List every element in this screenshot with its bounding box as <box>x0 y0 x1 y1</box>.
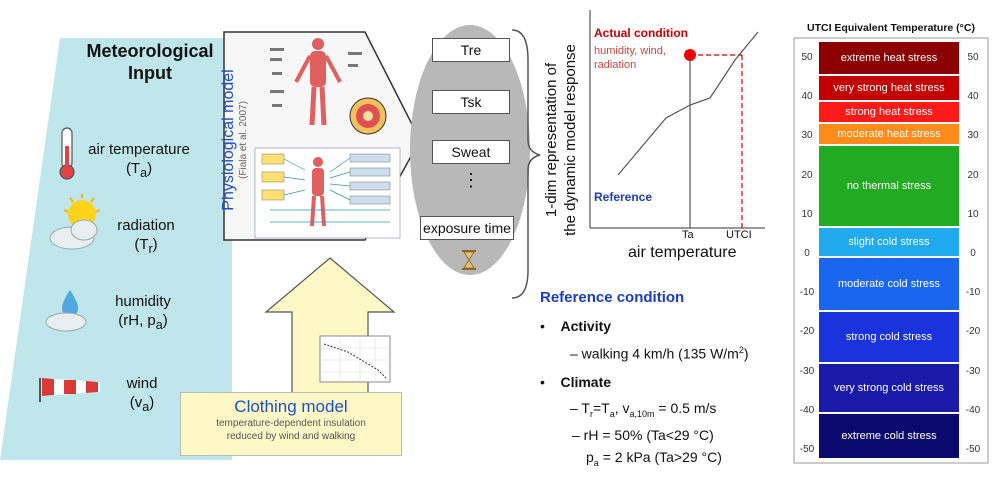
utci-tick-label: 0 <box>804 248 810 259</box>
output-ellipsis: ⋮ <box>462 170 480 190</box>
utci-tick-label: -30 <box>799 365 815 377</box>
utci-tick-label: 30 <box>801 130 813 142</box>
utci-tick-label: -10 <box>799 287 815 299</box>
clothing-chart <box>319 335 391 383</box>
control-system-icon <box>254 147 401 239</box>
utci-frame <box>793 37 989 464</box>
meteorological-panel <box>0 38 232 460</box>
physiological-citation: (Fiala et al. 2007) <box>238 101 249 179</box>
tick-utci: UTCI <box>726 229 752 241</box>
input-label: radiation <box>117 217 175 234</box>
thermometer-icon <box>59 127 75 180</box>
sun-cloud-icon <box>49 194 101 250</box>
meteorological-title: Meteorological Input <box>86 41 214 83</box>
actual-condition-label: Actual condition <box>594 26 688 40</box>
input-symbol: (Tr) <box>134 236 158 256</box>
utci-category: slight cold stress <box>819 228 959 256</box>
physiological-label: Physiological model (Fiala et al. 2007) <box>220 50 264 230</box>
climate-line-2: – rH = 50% (Ta<29 °C) <box>572 427 714 443</box>
utci-category: extreme heat stress <box>819 42 959 74</box>
utci-tick-label: -20 <box>965 326 981 338</box>
utci-category: very strong cold stress <box>819 364 959 412</box>
utci-tick-label: -50 <box>799 444 815 455</box>
activity-text: – walking 4 km/h (135 W/m2) <box>570 345 749 362</box>
utci-tick-label: -30 <box>965 365 981 377</box>
climate-line-3: pa = 2 kPa (Ta>29 °C) <box>586 449 722 468</box>
actual-condition-detail: humidity, wind, radiation <box>594 45 666 71</box>
utci-tick-label: -10 <box>965 287 981 299</box>
response-brace <box>511 29 541 299</box>
utci-tick-label: 0 <box>970 248 976 259</box>
utci-tick-label: -40 <box>799 404 815 416</box>
input-air-temperature: air temperature (Ta) <box>80 140 198 183</box>
climate-bullet: • Climate <box>540 374 612 390</box>
output-exposure-time: exposure time <box>420 216 514 240</box>
utci-tick-label: 30 <box>967 130 979 142</box>
tick-ta: Ta <box>682 229 694 241</box>
input-symbol: (rH, pa) <box>118 312 168 332</box>
utci-tick-label: -40 <box>965 404 981 416</box>
utci-tick-label: 50 <box>967 52 979 63</box>
clothing-desc-2: reduced by wind and walking <box>226 431 356 442</box>
climate-line-1: – Tr=Ta, va,10m = 0.5 m/s <box>570 400 717 419</box>
utci-category: strong cold stress <box>819 312 959 362</box>
utci-title: UTCI Equivalent Temperature (°C) <box>807 22 975 34</box>
input-wind: wind (va) <box>112 374 172 417</box>
utci-tick-label: -50 <box>965 444 981 455</box>
output-sweat: Sweat <box>432 140 510 164</box>
clothing-box: Clothing model temperature-dependent ins… <box>180 392 402 456</box>
windsock-icon <box>39 378 100 402</box>
input-label: air temperature <box>88 141 190 158</box>
response-xlabel: air temperature <box>628 244 737 261</box>
input-label: humidity <box>115 293 171 310</box>
body-model-icon <box>270 38 362 126</box>
hourglass-icon <box>462 250 476 270</box>
water-drop-icon <box>45 290 87 332</box>
utci-category: moderate heat stress <box>819 124 959 144</box>
output-tsk: Tsk <box>432 90 510 114</box>
reference-label: Reference <box>594 190 653 204</box>
activity-bullet: • Activity <box>540 318 612 334</box>
utci-category: extreme cold stress <box>819 414 959 458</box>
physiological-title: Physiological model <box>220 69 237 211</box>
utci-tick-label: 20 <box>801 169 813 181</box>
response-ylabel: 1-dim representation of the dynamic mode… <box>543 44 579 236</box>
utci-tick-label: 10 <box>801 208 813 220</box>
clothing-title: Clothing model <box>234 397 348 416</box>
input-humidity: humidity (rH, pa) <box>98 292 188 335</box>
tissue-layers-icon <box>349 97 387 135</box>
utci-tick-label: 20 <box>967 169 979 181</box>
clothing-desc-1: temperature-dependent insulation <box>216 418 366 429</box>
response-chart <box>589 10 765 229</box>
utci-tick-label: 40 <box>967 91 979 103</box>
utci-category: moderate cold stress <box>819 258 959 310</box>
utci-tick-label: 10 <box>967 208 979 220</box>
utci-category: strong heat stress <box>819 102 959 122</box>
utci-category: very strong heat stress <box>819 76 959 100</box>
input-label: wind <box>126 375 158 392</box>
input-radiation: radiation (Tr) <box>104 216 188 259</box>
input-symbol: (va) <box>129 394 155 414</box>
input-symbol: (Ta) <box>125 160 153 180</box>
reference-condition-title: Reference condition <box>540 289 685 306</box>
utci-tick-label: 50 <box>801 52 813 63</box>
utci-category: no thermal stress <box>819 146 959 226</box>
utci-tick-label: 40 <box>801 91 813 103</box>
utci-tick-label: -20 <box>799 326 815 338</box>
output-tre: Tre <box>432 38 510 62</box>
